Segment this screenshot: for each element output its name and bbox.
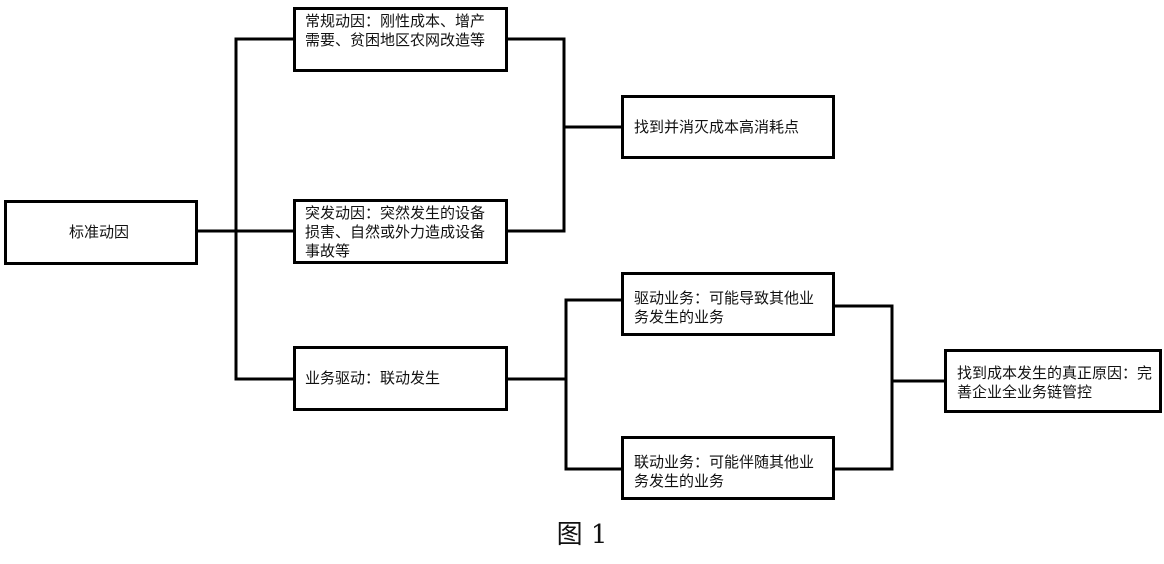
driving-business-node: 驱动业务：可能导致其他业务发生的业务 <box>621 272 835 336</box>
linked-business-label: 联动业务：可能伴随其他业务发生的业务 <box>634 453 815 490</box>
routine-driver-node: 常规动因：刚性成本、增产需要、贫困地区农网改造等 <box>293 7 508 72</box>
sudden-driver-label: 突发动因：突然发生的设备损害、自然或外力造成设备事故等 <box>305 204 486 260</box>
result-bottom-node: 找到成本发生的真正原因：完善企业全业务链管控 <box>944 349 1162 413</box>
routine-driver-label: 常规动因：刚性成本、增产需要、贫困地区农网改造等 <box>305 12 486 49</box>
figure-caption: 图 1 <box>556 520 608 550</box>
driving-business-label: 驱动业务：可能导致其他业务发生的业务 <box>634 289 815 326</box>
linked-business-node: 联动业务：可能伴随其他业务发生的业务 <box>621 436 835 500</box>
result-top-label: 找到并消灭成本高消耗点 <box>634 117 800 136</box>
root-node-label: 标准动因 <box>69 223 130 241</box>
result-bottom-label: 找到成本发生的真正原因：完善企业全业务链管控 <box>957 364 1153 401</box>
business-driver-node: 业务驱动：联动发生 <box>293 346 508 411</box>
result-top-node: 找到并消灭成本高消耗点 <box>621 95 835 159</box>
root-node: 标准动因 <box>4 200 198 265</box>
sudden-driver-node: 突发动因：突然发生的设备损害、自然或外力造成设备事故等 <box>293 199 508 264</box>
business-driver-label: 业务驱动：联动发生 <box>305 369 441 387</box>
